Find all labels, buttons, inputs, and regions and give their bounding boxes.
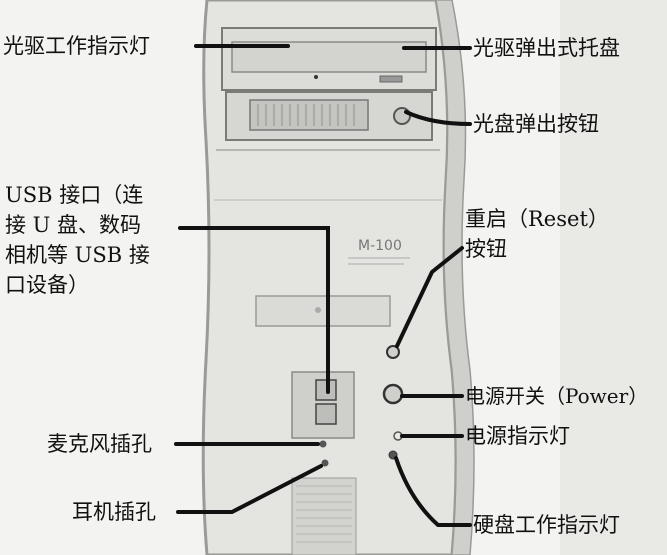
headphone-jack — [321, 459, 329, 467]
floppy-drive-bay — [225, 91, 433, 141]
disc-eject-button — [393, 107, 411, 125]
case-right-bevel — [435, 0, 475, 555]
mic-jack — [319, 440, 327, 448]
label-power-switch: 电源开关（Power） — [465, 384, 649, 408]
leader-usb-port — [178, 226, 330, 394]
label-usb-port: USB 接口（连 接 U 盘、数码 相机等 USB 接 口设备） — [5, 180, 185, 300]
label-usb-port-line-2: 接 U 盘、数码 — [5, 213, 142, 237]
leader-eject-button — [404, 110, 472, 126]
speaker-grille — [291, 477, 357, 555]
leader-headphone-jack — [176, 464, 323, 514]
reset-button — [386, 345, 400, 359]
label-optical-drive-indicator: 光驱工作指示灯 — [3, 34, 150, 58]
optical-eject-nub — [379, 75, 403, 83]
case-model-text: M-100 — [358, 238, 402, 254]
leader-hdd-indicator — [394, 456, 472, 527]
label-power-indicator: 电源指示灯 — [465, 424, 570, 448]
label-reset-button-line-2: 按钮 — [465, 237, 507, 261]
optical-drive-bay — [221, 27, 437, 91]
decorative-bay — [255, 295, 391, 327]
power-button — [382, 383, 404, 405]
label-usb-port-line-4: 口设备） — [5, 273, 89, 297]
label-usb-port-line-3: 相机等 USB 接 — [5, 243, 150, 267]
label-headphone-jack: 耳机插孔 — [72, 500, 156, 524]
leader-lines — [174, 44, 472, 527]
leader-reset-button — [395, 246, 464, 348]
label-reset-button: 重启（Reset） 按钮 — [465, 204, 655, 264]
label-optical-tray: 光驱弹出式托盘 — [473, 36, 620, 60]
label-mic-jack: 麦克风插孔 — [47, 432, 152, 456]
label-usb-port-line-1: USB 接口（连 — [5, 183, 144, 207]
usb-port-panel — [291, 371, 355, 439]
label-eject-button: 光盘弹出按钮 — [473, 112, 599, 136]
optical-drive-indicator-led — [314, 75, 318, 79]
label-reset-button-line-1: 重启（Reset） — [465, 207, 609, 231]
label-hdd-indicator: 硬盘工作指示灯 — [473, 513, 620, 537]
